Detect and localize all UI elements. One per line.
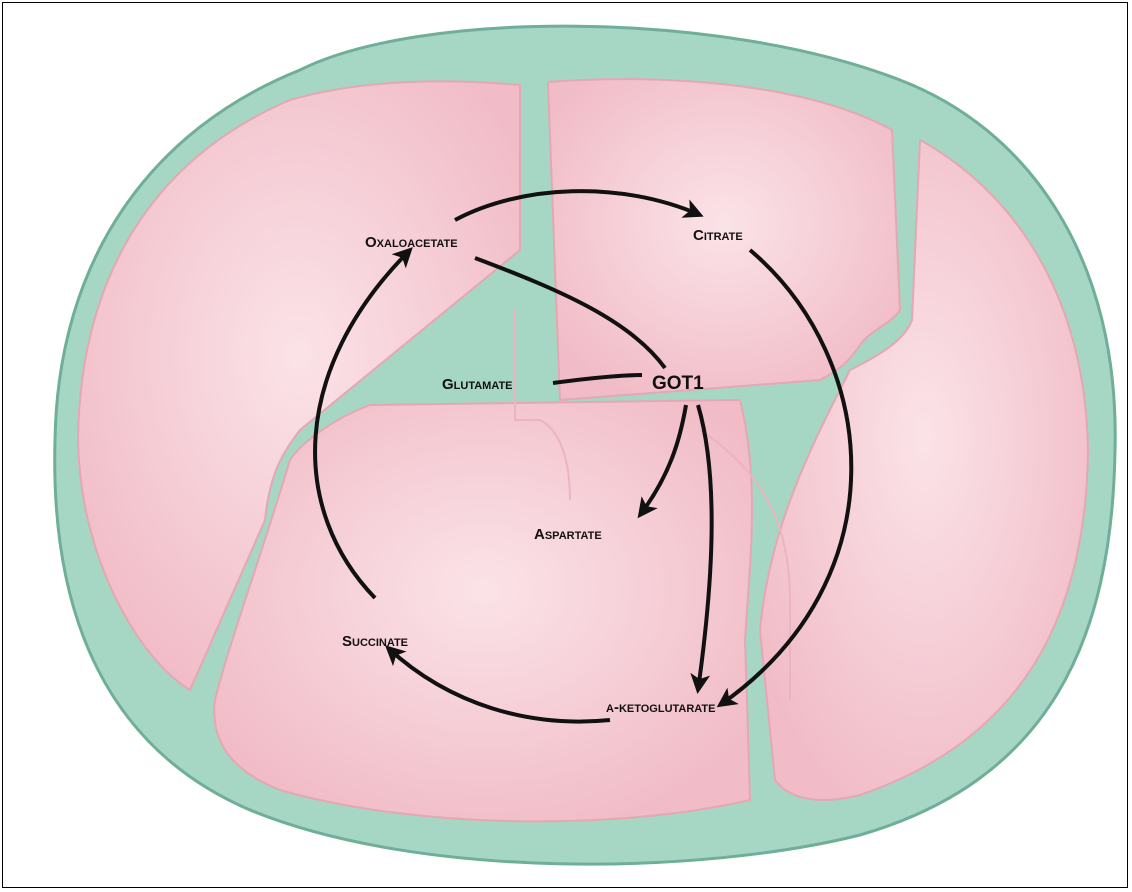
label-citrate: Citrate	[693, 227, 743, 244]
label-got1: GOT1	[652, 373, 704, 394]
label-glutamate: Glutamate	[442, 376, 513, 393]
label-succinate: Succinate	[342, 633, 408, 650]
label-aketoglutarate: a-ketoglutarate	[606, 699, 716, 716]
label-oxaloacetate: Oxaloacetate	[365, 234, 458, 251]
label-aspartate: Aspartate	[534, 526, 602, 543]
